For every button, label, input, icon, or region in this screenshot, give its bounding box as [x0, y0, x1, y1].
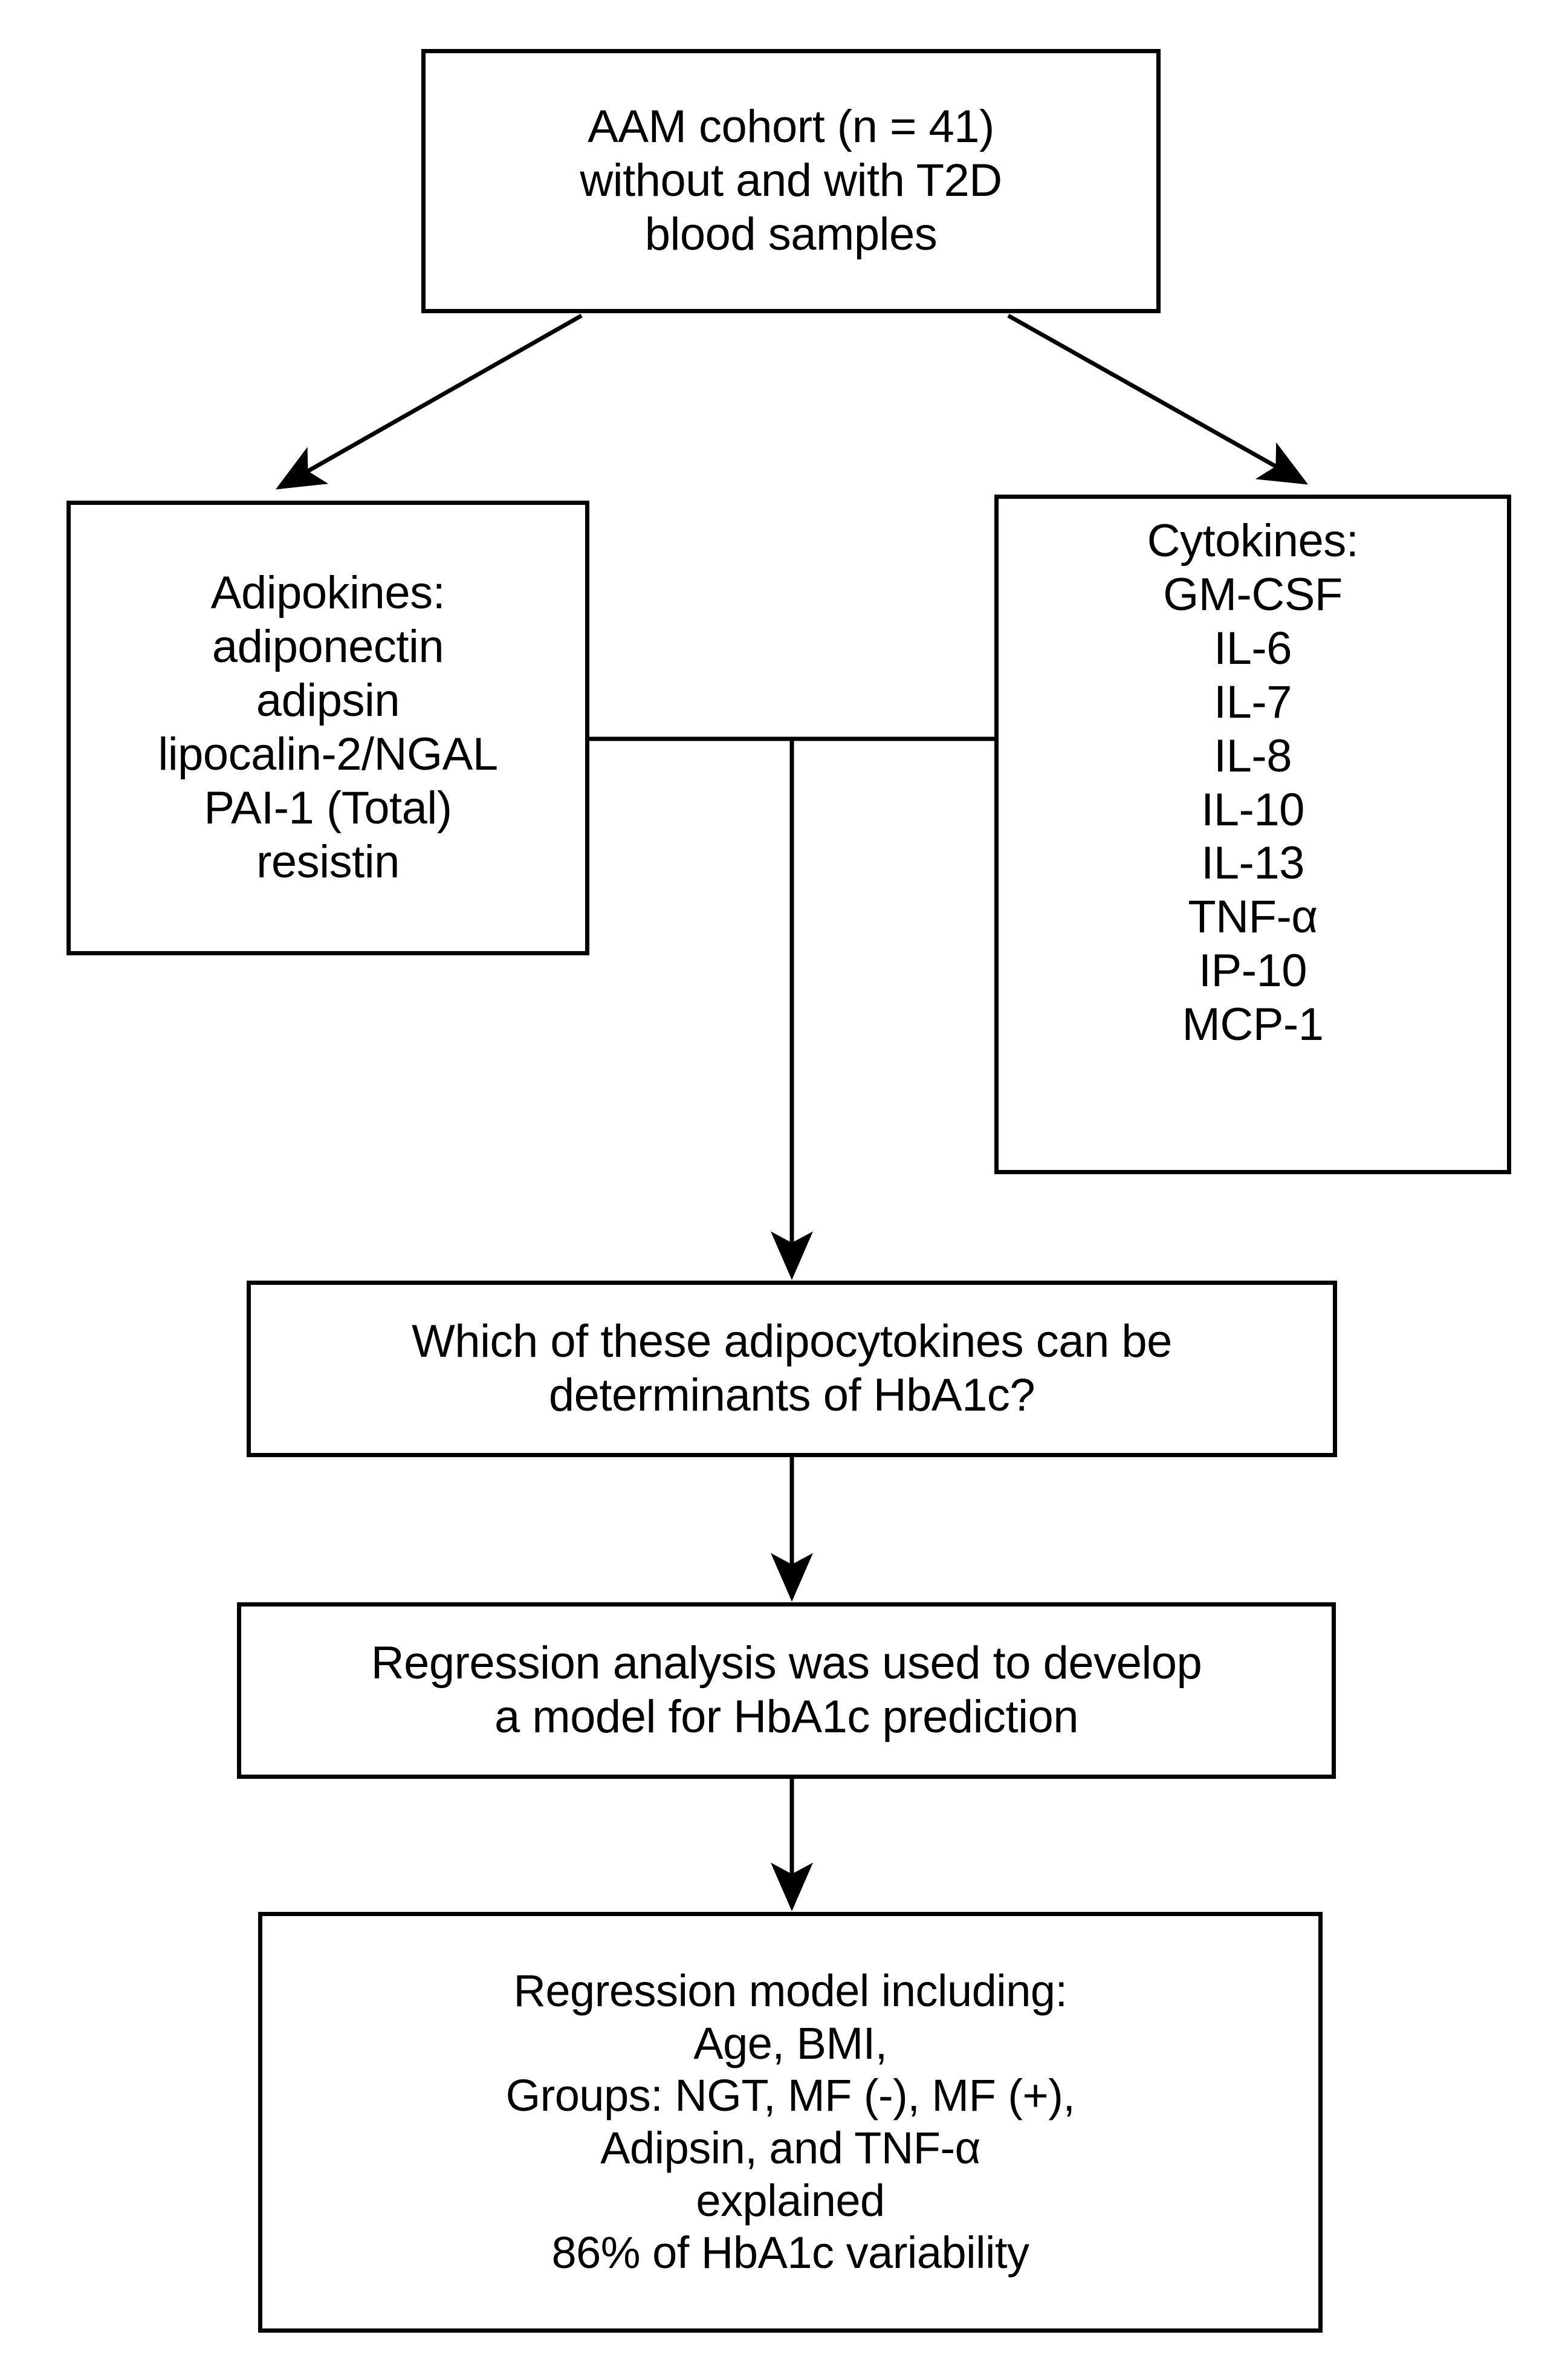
node-question-line-1: Which of these adipocytokines can be	[412, 1316, 1172, 1368]
node-cytokines-item-6: IL-13	[1201, 837, 1304, 889]
edge-cohort-to-cytokines	[1007, 313, 1309, 485]
node-model-line-5: explained	[696, 2175, 885, 2226]
node-cohort: AAM cohort (n = 41) without and with T2D…	[421, 49, 1161, 313]
node-model-line-2: Age, BMI,	[693, 2018, 887, 2068]
node-question: Which of these adipocytokines can be det…	[247, 1281, 1337, 1457]
node-model: Regression model including: Age, BMI, Gr…	[258, 1912, 1323, 2333]
node-cytokines-item-7: TNF-α	[1188, 891, 1318, 943]
node-cytokines: Cytokines: GM-CSF IL-6 IL-7 IL-8 IL-10 I…	[994, 495, 1511, 1174]
node-cytokines-item-3: IL-7	[1214, 676, 1292, 728]
edge-cohort-to-adipokines	[275, 313, 583, 490]
node-cytokines-item-1: GM-CSF	[1163, 568, 1343, 620]
node-adipokines-item-1: adiponectin	[212, 621, 444, 673]
node-cytokines-item-2: IL-6	[1214, 622, 1292, 674]
node-question-line-2: determinants of HbA1c?	[548, 1369, 1035, 1421]
node-cytokines-item-5: IL-10	[1201, 784, 1304, 836]
node-cohort-line-3: blood samples	[644, 208, 938, 260]
node-regression-line-2: a model for HbA1c prediction	[494, 1691, 1079, 1743]
node-adipokines-item-2: adipsin	[256, 675, 400, 727]
node-model-line-4: Adipsin, and TNF-α	[600, 2123, 980, 2173]
node-regression-line-1: Regression analysis was used to develop	[371, 1637, 1202, 1689]
node-cytokines-item-8: IP-10	[1198, 945, 1307, 997]
node-cytokines-item-9: MCP-1	[1182, 999, 1324, 1051]
node-model-line-6: 86% of HbA1c variability	[551, 2227, 1029, 2278]
node-adipokines: Adipokines: adiponectin adipsin lipocali…	[66, 501, 589, 955]
node-cytokines-heading: Cytokines:	[1147, 515, 1359, 567]
node-cohort-line-1: AAM cohort (n = 41)	[588, 101, 994, 153]
node-cohort-line-2: without and with T2D	[580, 155, 1002, 207]
node-adipokines-item-3: lipocalin-2/NGAL	[158, 729, 498, 780]
node-adipokines-item-5: resistin	[256, 836, 400, 888]
node-model-line-3: Groups: NGT, MF (-), MF (+),	[505, 2070, 1075, 2121]
node-adipokines-item-4: PAI-1 (Total)	[204, 782, 452, 834]
node-cytokines-item-4: IL-8	[1214, 730, 1292, 782]
node-adipokines-heading: Adipokines:	[210, 567, 445, 619]
node-regression: Regression analysis was used to develop …	[237, 1602, 1336, 1779]
node-model-line-1: Regression model including:	[513, 1966, 1067, 2016]
